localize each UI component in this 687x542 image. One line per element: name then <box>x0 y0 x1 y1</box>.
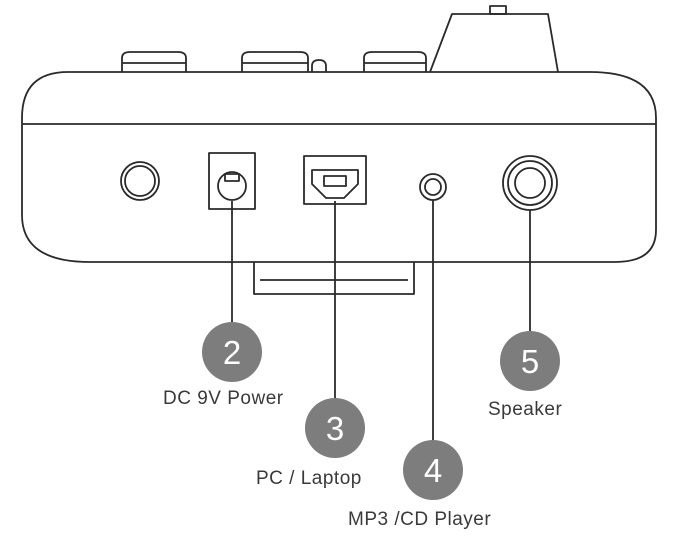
usb-b-port <box>303 155 367 205</box>
speaker-out-port <box>502 155 558 211</box>
aux-in-port <box>419 173 447 201</box>
top-button-1 <box>121 51 187 72</box>
badge-2-number: 2 <box>223 334 241 371</box>
port-1-jack <box>120 161 160 201</box>
top-button-3 <box>363 51 427 72</box>
badge-5: 5 <box>500 331 560 391</box>
label-mp3-cd-player: MP3 /CD Player <box>348 509 492 530</box>
top-button-2 <box>241 51 309 72</box>
badge-4-number: 4 <box>424 452 442 489</box>
bottom-foot <box>253 262 415 295</box>
label-dc-power: DC 9V Power <box>163 388 284 409</box>
badge-2: 2 <box>202 322 262 382</box>
top-small-knob <box>311 59 327 72</box>
top-large-knob <box>429 13 559 73</box>
label-speaker: Speaker <box>488 399 563 420</box>
badge-3: 3 <box>305 398 365 458</box>
badge-5-number: 5 <box>521 343 539 380</box>
label-pc-laptop: PC / Laptop <box>256 468 362 489</box>
dc-power-port <box>208 152 256 210</box>
badge-4: 4 <box>403 440 463 500</box>
device-body <box>21 71 657 263</box>
badge-3-number: 3 <box>326 410 344 447</box>
